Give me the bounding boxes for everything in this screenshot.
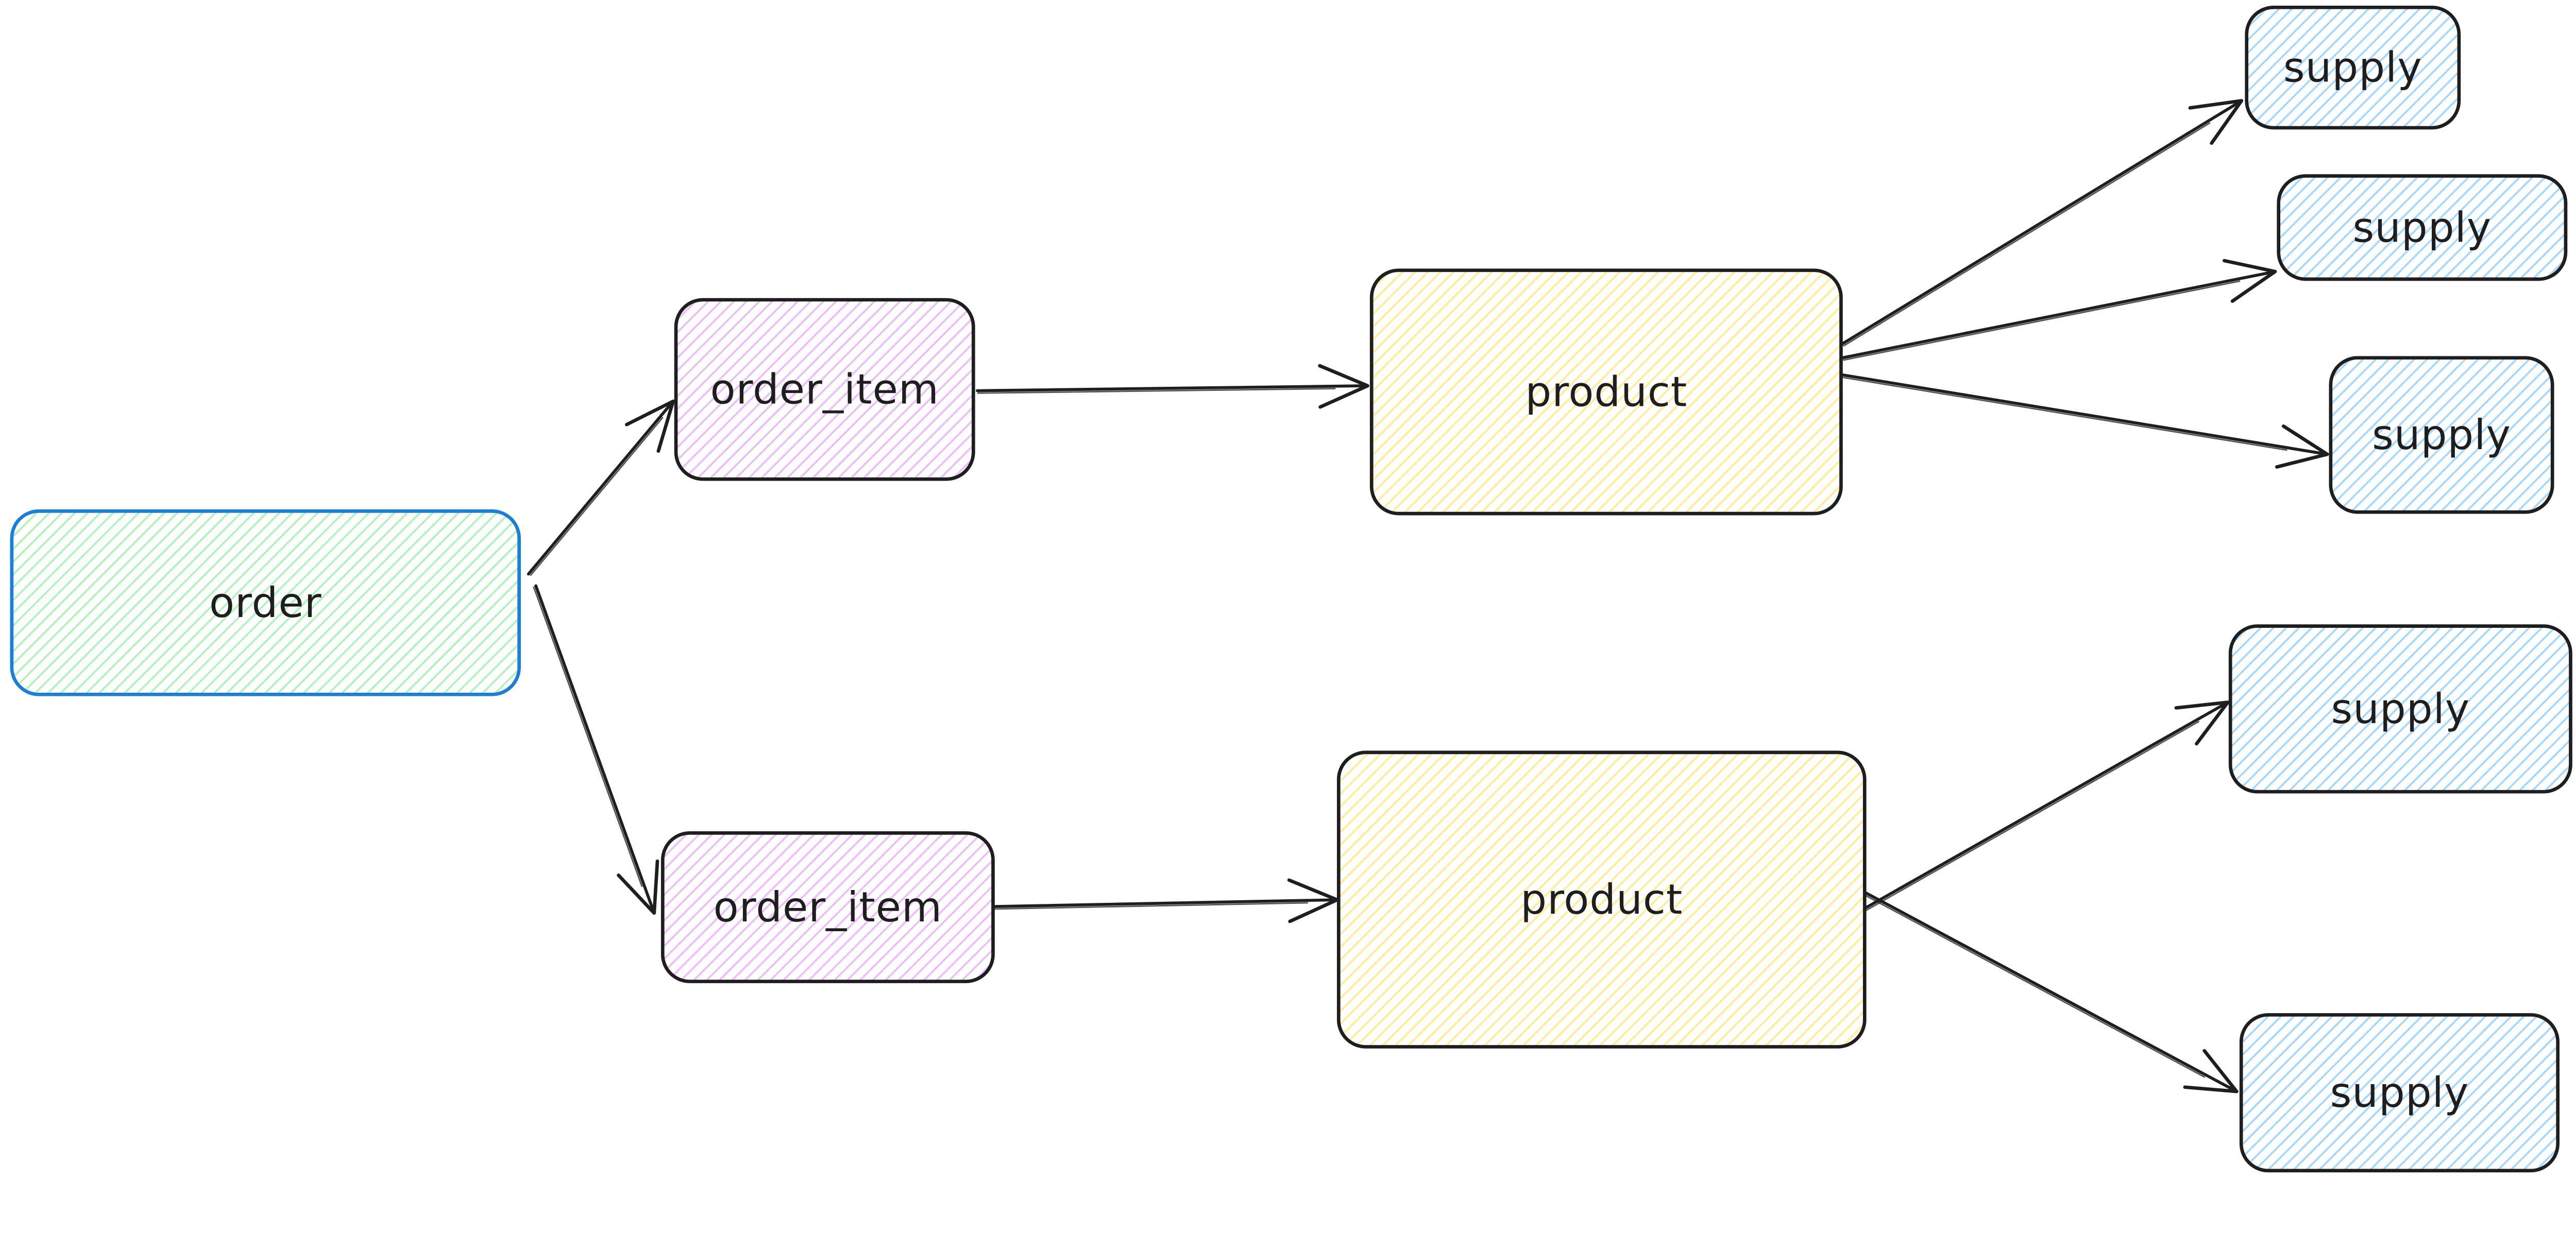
node-shape[interactable] — [674, 298, 975, 481]
node-label: product — [1520, 876, 1683, 923]
edge-order_item_bottom-to-product_bottom[interactable] — [982, 878, 1339, 923]
node-shape[interactable] — [660, 831, 995, 983]
node-order[interactable]: order — [10, 509, 521, 696]
edge-order_item_top-to-product_top[interactable] — [976, 364, 1369, 409]
node-shape[interactable] — [2245, 5, 2461, 130]
node-label: supply — [2352, 203, 2492, 251]
edge-ghost-stroke — [1865, 721, 2200, 912]
node-shape[interactable] — [2239, 1013, 2560, 1173]
edge-arrow-line — [1862, 700, 2230, 911]
node-product_bottom[interactable]: product — [1336, 750, 1867, 1049]
edge-ghost-stroke — [977, 388, 1336, 394]
edge-arrow-line — [1841, 259, 2277, 359]
node-label: order — [209, 579, 321, 627]
node-supply_5[interactable]: supply — [2239, 1013, 2560, 1173]
node-shape[interactable] — [2277, 174, 2568, 281]
edge-ghost-stroke — [1842, 376, 2287, 451]
edge-ghost-stroke — [533, 586, 643, 887]
node-shape[interactable] — [1336, 750, 1867, 1049]
edge-arrow-line — [982, 878, 1339, 923]
edge-arrow-line — [1862, 890, 2239, 1093]
edge-ghost-stroke — [1843, 122, 2211, 347]
node-supply_2[interactable]: supply — [2277, 174, 2568, 281]
er-diagram-svg: orderorder_itemorder_itemproductproducts… — [10, 5, 2572, 1173]
node-order_item_top[interactable]: order_item — [674, 298, 975, 481]
node-shape[interactable] — [2329, 356, 2554, 514]
edge-product_bottom-to-supply_5[interactable] — [1862, 890, 2239, 1093]
edge-order-to-order_item_bottom[interactable] — [533, 584, 659, 915]
edge-arrow-line — [976, 364, 1369, 409]
edge-ghost-stroke — [1862, 893, 2206, 1078]
node-label: supply — [2372, 411, 2511, 459]
node-label: supply — [2330, 1069, 2469, 1117]
edge-arrow-line — [1841, 373, 2329, 469]
edge-product_bottom-to-supply_4[interactable] — [1862, 700, 2230, 912]
node-order_item_bottom[interactable]: order_item — [660, 831, 995, 983]
node-label: order_item — [710, 366, 939, 414]
edge-ghost-stroke — [1842, 280, 2241, 361]
node-shape[interactable] — [2228, 624, 2572, 794]
node-product_top[interactable]: product — [1369, 268, 1843, 516]
edge-product_top-to-supply_3[interactable] — [1841, 373, 2329, 469]
edge-arrow-line — [1840, 99, 2244, 346]
edge-arrow-line — [527, 399, 675, 576]
edge-ghost-stroke — [984, 902, 1308, 910]
node-label: supply — [2331, 685, 2470, 733]
node-label: order_item — [714, 883, 942, 931]
node-shape[interactable] — [10, 509, 521, 696]
node-supply_3[interactable]: supply — [2329, 356, 2554, 514]
node-label: product — [1525, 368, 1687, 416]
edge-arrow-line — [534, 584, 659, 915]
edge-order-to-order_item_top[interactable] — [527, 399, 675, 576]
node-shape[interactable] — [1369, 268, 1843, 516]
node-supply_1[interactable]: supply — [2245, 5, 2461, 130]
edge-product_top-to-supply_2[interactable] — [1841, 259, 2277, 361]
node-supply_4[interactable]: supply — [2228, 624, 2572, 794]
node-label: supply — [2283, 44, 2422, 92]
edge-product_top-to-supply_1[interactable] — [1840, 99, 2244, 347]
